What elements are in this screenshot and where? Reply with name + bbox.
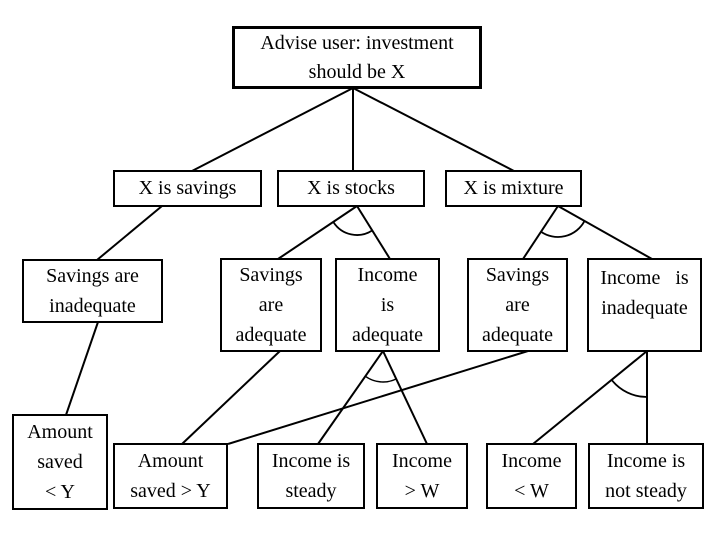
edge-x-stocks-to-savings-adequate-1: [277, 205, 358, 260]
edge-x-savings-to-savings-inadequate: [96, 205, 163, 261]
node-savings-are-adequate-2: Savings are adequate: [467, 258, 568, 352]
node-x-is-savings: X is savings: [113, 170, 262, 207]
and-arc-x-is-stocks: [332, 221, 373, 236]
node-income-is-adequate: Income is adequate: [335, 258, 440, 352]
edge-x-stocks-to-income-adequate: [356, 205, 391, 260]
edge-x-mixture-to-income-inadequate: [557, 205, 653, 260]
node-root-advise-user: Advise user: investment should be X: [232, 26, 482, 89]
and-arc-x-is-mixture: [540, 220, 586, 238]
edge-x-mixture-to-savings-adequate-2: [522, 205, 559, 260]
edge-savings-adequate-1-to-amount-gt-y: [181, 350, 281, 445]
node-income-lt-w: Income < W: [486, 443, 577, 509]
edge-savings-inadequate-to-amount-lt-y: [65, 321, 99, 416]
node-savings-are-inadequate: Savings are inadequate: [22, 259, 163, 323]
node-income-is-not-steady: Income is not steady: [588, 443, 704, 509]
node-x-is-mixture: X is mixture: [445, 170, 582, 207]
node-savings-are-adequate-1: Savings are adequate: [220, 258, 322, 352]
edge-root-to-x-is-savings: [191, 87, 354, 172]
edge-income-inadequate-to-income-lt-w: [532, 350, 648, 445]
node-amount-saved-gt-y: Amount saved > Y: [113, 443, 228, 509]
edge-income-adequate-to-income-gt-w: [382, 350, 428, 445]
node-amount-saved-lt-y: Amount saved < Y: [12, 414, 108, 510]
and-arc-income-is-inadequate: [611, 379, 648, 398]
node-x-is-stocks: X is stocks: [277, 170, 425, 207]
edge-income-adequate-to-income-steady: [317, 350, 384, 445]
node-income-is-steady: Income is steady: [257, 443, 365, 509]
node-income-gt-w: Income > W: [376, 443, 468, 509]
edge-root-to-x-is-mixture: [352, 87, 515, 172]
edge-savings-adequate-2-to-amount-gt-y: [227, 350, 529, 445]
node-income-is-inadequate: Income is inadequate: [587, 258, 702, 352]
and-arc-income-is-adequate: [365, 375, 397, 383]
